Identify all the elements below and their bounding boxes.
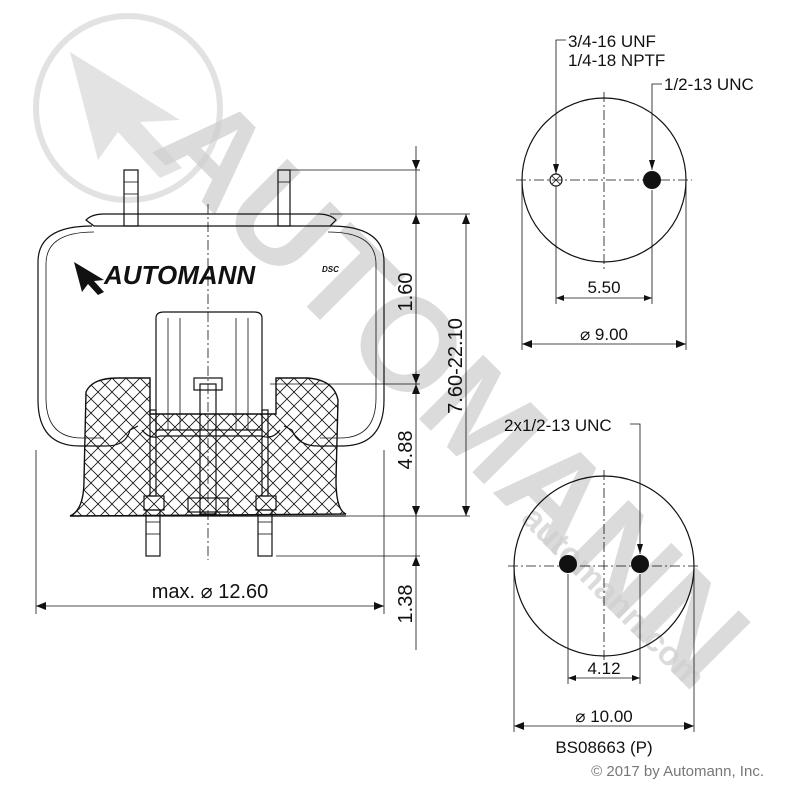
height-mid-label: 4.88 <box>395 431 417 470</box>
top-stud-right <box>277 169 291 227</box>
logo-arrow-icon <box>74 262 104 295</box>
logo-suffix: DSC <box>322 265 339 274</box>
top-view: 3/4-16 UNF 1/4-18 NPTF 1/2-13 UNC 5.50 ⌀… <box>516 32 754 350</box>
height-top-label: 1.60 <box>395 273 417 312</box>
side-view: AUTOMANN DSC <box>35 146 470 650</box>
thread-label-3: 1/2-13 UNC <box>664 75 754 94</box>
height-dimensions: 1.60 4.88 1.38 7.60-22.10 <box>270 146 470 650</box>
copyright: © 2017 by Automann, Inc. <box>591 763 764 780</box>
bottom-view: 2x1/2-13 UNC 4.12 ⌀ 10.00 <box>504 416 700 732</box>
max-diameter-dimension: max. ⌀ 12.60 <box>35 450 385 614</box>
thread-label-2: 1/4-18 NPTF <box>568 51 665 70</box>
height-range-label: 7.60-22.10 <box>445 318 467 414</box>
watermark-circle <box>33 13 223 203</box>
automann-logo: AUTOMANN DSC <box>74 260 339 295</box>
part-number: BS08663 (P) <box>555 738 652 757</box>
bead-plate <box>85 213 337 227</box>
logo-text: AUTOMANN <box>103 260 256 290</box>
bottom-diameter-label: ⌀ 10.00 <box>575 707 633 726</box>
bottom-studs <box>143 409 277 557</box>
top-stud-hole <box>643 171 661 189</box>
bottom-stud-hole-right <box>631 555 649 573</box>
top-diameter-label: ⌀ 9.00 <box>580 325 628 344</box>
bumper <box>155 311 263 431</box>
watermark-arrow-icon <box>70 52 182 178</box>
bottom-spacing-label: 4.12 <box>587 659 620 678</box>
height-bottom-label: 1.38 <box>395 585 417 624</box>
bottom-stud-hole-left <box>559 555 577 573</box>
top-stud-left <box>123 169 139 227</box>
max-diameter-label: max. ⌀ 12.60 <box>152 581 269 603</box>
top-spacing-label: 5.50 <box>587 278 620 297</box>
bottom-thread-label: 2x1/2-13 UNC <box>504 416 612 435</box>
thread-label-1: 3/4-16 UNF <box>568 32 656 51</box>
